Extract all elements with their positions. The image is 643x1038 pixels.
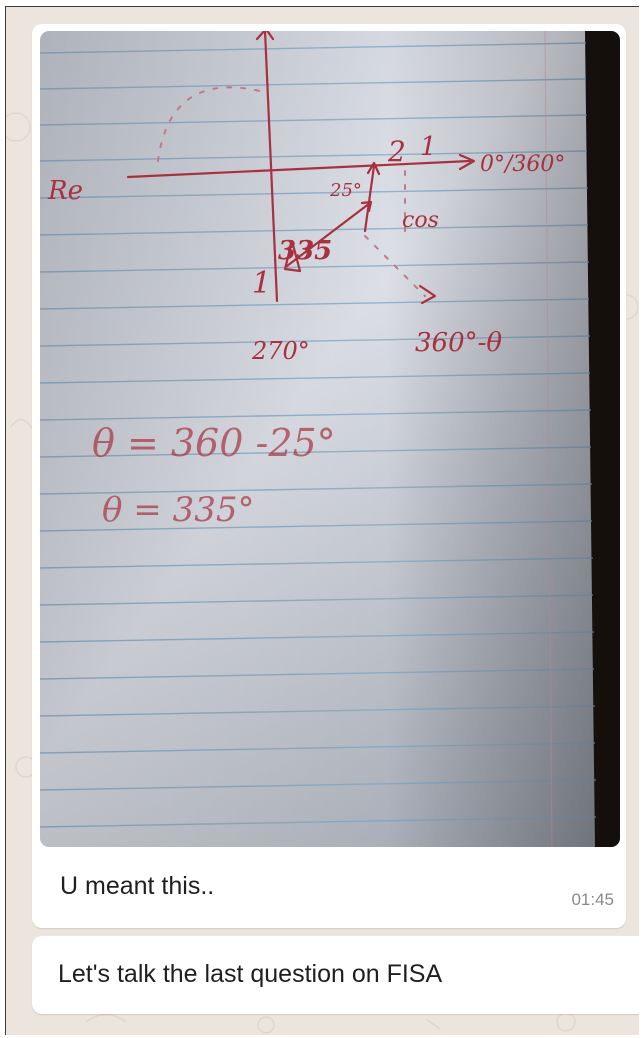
re-label: Re xyxy=(47,176,83,206)
message-text: Let's talk the last question on FISA xyxy=(58,960,443,988)
deg-270-label: 270° xyxy=(251,337,310,365)
text-message-bubble: Let's talk the last question on FISA xyxy=(32,936,639,1014)
chat-pane: Re 2 1 0°/360° 25° 335 cos 1 270° 360°-θ… xyxy=(5,6,639,1035)
image-message-bubble: Re 2 1 0°/360° 25° 335 cos 1 270° 360°-θ… xyxy=(32,24,626,928)
point-x-label: 2 xyxy=(387,135,406,168)
angle-label: 335 xyxy=(278,236,332,266)
notebook-photo[interactable]: Re 2 1 0°/360° 25° 335 cos 1 270° 360°-θ… xyxy=(40,31,620,847)
axis-end-label: 0°/360° xyxy=(480,152,565,177)
image-caption: U meant this.. xyxy=(60,872,215,900)
degree-label: 25° xyxy=(329,180,362,201)
cos-label: cos xyxy=(402,208,439,233)
message-timestamp: 01:45 xyxy=(571,890,614,909)
deg-360-label: 360°-θ xyxy=(415,328,502,358)
notebook-photo-graphic: Re 2 1 0°/360° 25° 335 cos 1 270° 360°-θ… xyxy=(40,31,620,847)
equation-line-1: θ = 360 -25° xyxy=(92,421,336,465)
equation-line-2: θ = 335° xyxy=(102,490,254,530)
point-y-label: 1 xyxy=(420,132,437,162)
neg-one-label: 1 xyxy=(252,266,271,301)
